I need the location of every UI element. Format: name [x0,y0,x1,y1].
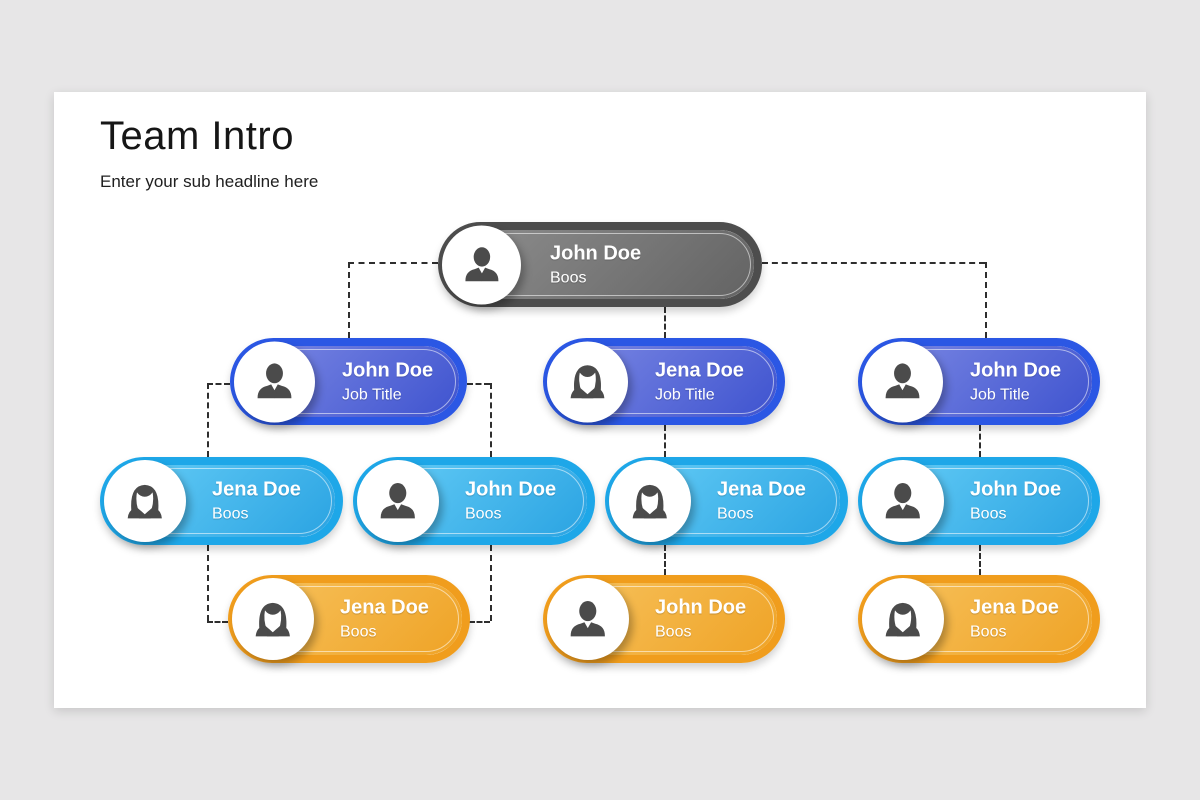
member-role: Job Title [342,386,402,403]
member-role: Boos [970,505,1007,523]
male-user-icon [257,363,292,399]
member-name: John Doe [970,359,1062,381]
org-node: John Doe Job Title [858,338,1100,425]
member-name: John Doe [465,478,557,501]
member-role: Boos [970,623,1007,641]
org-node: John Doe Boos [543,575,785,663]
avatar [547,341,628,422]
org-node-text: John Doe Boos [465,478,556,525]
org-node-text: Jena Doe Boos [340,596,429,643]
male-user-icon [885,363,920,399]
member-name: John Doe [550,242,642,264]
connector-line [985,262,987,338]
avatar [862,341,943,422]
avatar [609,460,691,542]
org-node-text: John Doe Boos [970,478,1061,525]
female-user-icon [632,484,668,519]
member-role: Boos [717,505,754,523]
avatar [547,578,629,660]
avatar [234,341,315,422]
org-node: Jena Doe Job Title [543,338,785,425]
connector-line [664,545,666,575]
female-user-icon [885,602,921,637]
connector-line [979,545,981,575]
connector-line [979,425,981,457]
connector-line [469,621,490,623]
female-user-icon [570,365,605,399]
connector-line [490,383,492,457]
avatar [104,460,186,542]
org-node: Jena Doe Boos [605,457,848,545]
member-name: Jena Doe [655,359,744,381]
female-user-icon [127,484,163,519]
org-node-text: Jena Doe Job Title [655,358,744,405]
avatar [232,578,314,660]
org-node: John Doe Boos [438,222,762,307]
connector-line [762,262,985,264]
member-role: Boos [655,623,692,641]
connector-line [207,383,209,457]
member-role: Boos [465,505,502,523]
connector-line [348,262,350,338]
connector-line [348,262,438,264]
avatar [862,578,944,660]
member-role: Boos [212,505,249,523]
female-user-icon [255,602,291,637]
org-node-text: Jena Doe Boos [717,478,806,525]
member-name: Jena Doe [212,478,301,501]
org-node: Jena Doe Boos [858,575,1100,663]
page-subtitle: Enter your sub headline here [100,172,319,191]
org-node-text: Jena Doe Boos [970,596,1059,643]
connector-line [467,383,490,385]
org-node: John Doe Job Title [230,338,467,425]
member-name: Jena Doe [717,478,806,501]
member-role: Boos [340,623,377,641]
male-user-icon [570,600,606,637]
connector-line [207,383,230,385]
org-node: John Doe Boos [858,457,1100,545]
connector-line [490,545,492,621]
member-role: Boos [550,269,587,286]
male-user-icon [885,482,921,519]
member-name: Jena Doe [970,596,1059,619]
page-title: Team Intro [100,114,294,158]
org-node: John Doe Boos [353,457,595,545]
avatar [862,460,944,542]
org-node-text: John Doe Job Title [970,358,1061,405]
member-name: John Doe [970,478,1062,501]
member-name: Jena Doe [340,596,429,619]
org-node-text: John Doe Job Title [342,358,433,405]
org-node-text: John Doe Boos [655,596,746,643]
connector-line [664,425,666,457]
org-node-text: Jena Doe Boos [212,478,301,525]
male-user-icon [465,246,498,281]
avatar [357,460,439,542]
member-role: Job Title [970,386,1030,403]
org-node: Jena Doe Boos [228,575,470,663]
connector-line [207,621,228,623]
connector-line [207,545,209,621]
member-name: John Doe [342,359,434,381]
org-node: Jena Doe Boos [100,457,343,545]
connector-line [664,307,666,338]
presentation-slide: Team Intro Enter your sub headline here … [54,92,1146,708]
avatar [442,225,521,304]
member-role: Job Title [655,386,715,403]
org-node-text: John Doe Boos [550,241,641,288]
member-name: John Doe [655,596,747,619]
male-user-icon [380,482,416,519]
